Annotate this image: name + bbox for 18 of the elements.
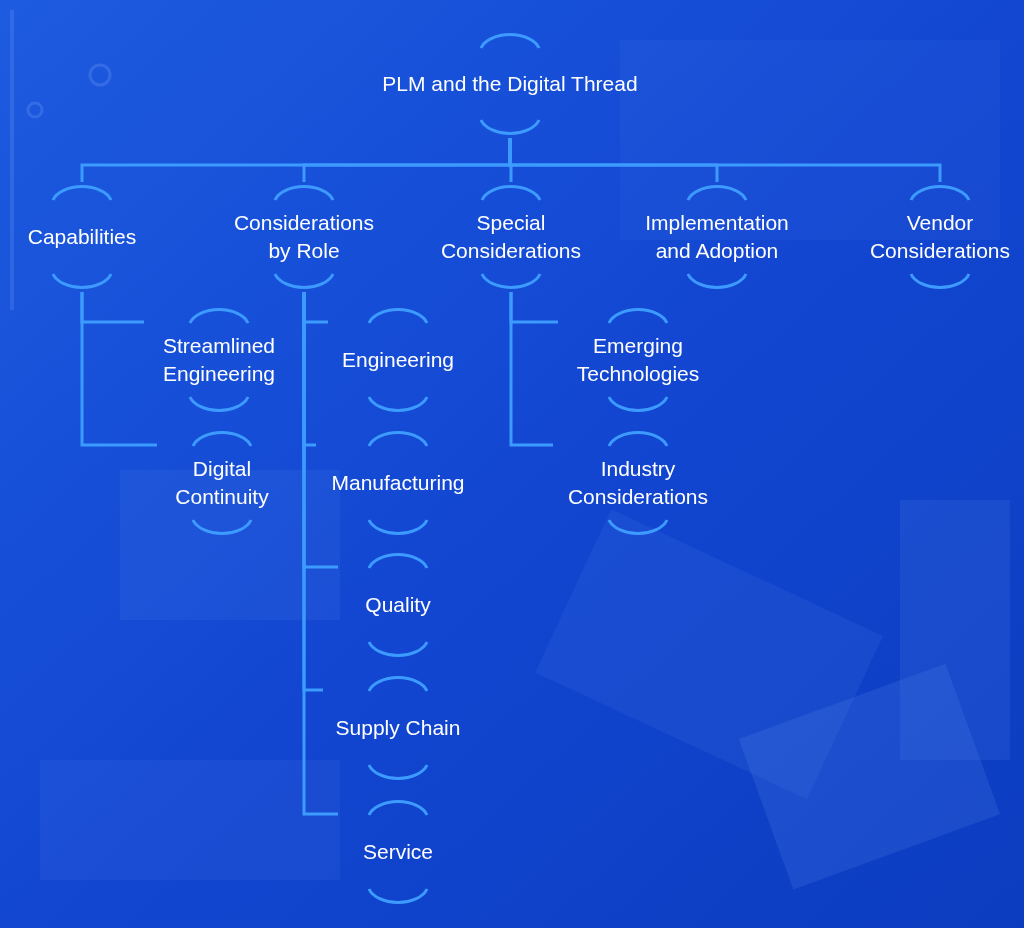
- connector-line: [302, 292, 338, 816]
- node-label: Emerging Technologies: [575, 333, 701, 387]
- node-label: Quality: [365, 592, 431, 618]
- connector-line: [509, 292, 553, 447]
- node-label: Special Considerations: [439, 210, 583, 264]
- node-label: Supply Chain: [335, 715, 461, 741]
- node-label: Vendor Considerations: [868, 210, 1012, 264]
- node-label: PLM and the Digital Thread: [382, 71, 638, 97]
- node-label: Service: [363, 839, 433, 865]
- node-label: Manufacturing: [331, 470, 465, 496]
- node-label: Industry Considerations: [566, 456, 710, 510]
- node-label: Considerations by Role: [232, 210, 376, 264]
- node-label: Streamlined Engineering: [161, 333, 277, 387]
- node-label: Implementation and Adoption: [644, 210, 790, 264]
- node-label: Capabilities: [27, 224, 137, 250]
- node-label: Engineering: [341, 347, 455, 373]
- connector-line: [80, 292, 157, 447]
- node-label: Digital Continuity: [174, 456, 270, 510]
